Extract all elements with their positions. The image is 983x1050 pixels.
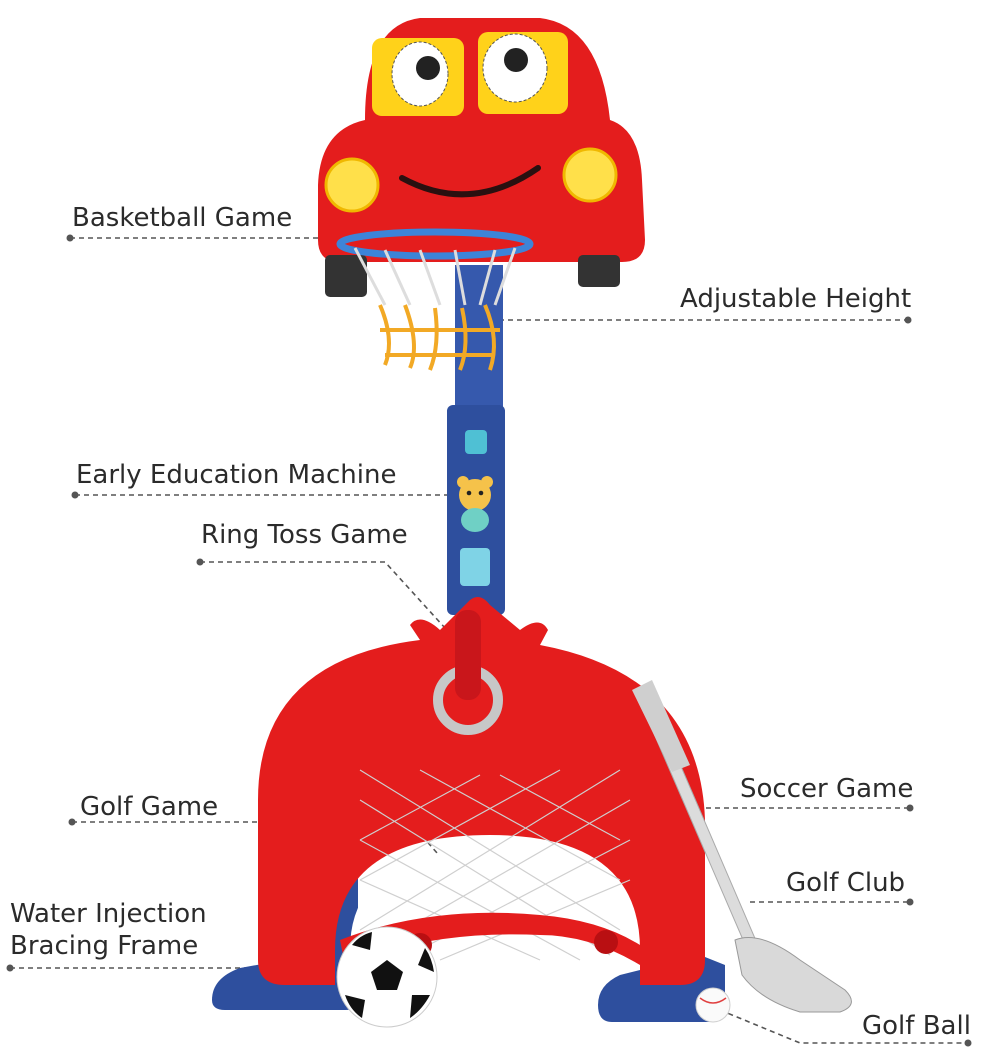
dot-golf-club	[906, 898, 914, 906]
speaker-panel	[460, 548, 490, 586]
dot-golf-game	[68, 818, 76, 826]
dot-golf-ball	[964, 1039, 972, 1047]
label-golf-game: Golf Game	[80, 792, 219, 822]
arch-body	[258, 596, 705, 985]
label-ring-toss-game: Ring Toss Game	[201, 520, 408, 550]
dot-basketball	[66, 234, 74, 242]
car-smile	[399, 165, 541, 198]
label-water-injection-line2: Bracing Frame	[10, 931, 199, 961]
hoop-net-orange	[378, 304, 500, 371]
car-wheel-left	[325, 255, 367, 297]
label-basketball-game: Basketball Game	[72, 203, 293, 233]
dot-soccer	[906, 804, 914, 812]
dot-education	[71, 491, 79, 499]
teal-button	[465, 430, 487, 454]
soccer-ball-icon	[336, 926, 438, 1028]
dot-ringtoss	[196, 558, 204, 566]
hoop-net-white	[353, 247, 517, 306]
label-golf-ball: Golf Ball	[862, 1011, 971, 1041]
basketball-hoop	[336, 228, 534, 371]
leader-dots	[6, 234, 972, 1047]
car-wheel-right	[578, 255, 620, 287]
pole	[447, 265, 505, 615]
label-early-education-machine: Early Education Machine	[76, 460, 397, 490]
arch-bottom-bar	[340, 912, 640, 965]
dot-height	[904, 316, 912, 324]
car-headlight-right	[562, 147, 618, 203]
goal-arch	[258, 596, 705, 985]
label-water-injection-line1: Water Injection	[10, 899, 207, 929]
bear-icon	[457, 476, 493, 532]
leader-ringtoss	[200, 561, 446, 629]
bar-hole-right	[594, 930, 618, 954]
label-golf-club: Golf Club	[786, 868, 906, 898]
dot-water	[6, 964, 14, 972]
car-pupil-left	[416, 56, 440, 80]
golf-club-icon	[632, 680, 852, 1013]
car-backboard	[318, 18, 645, 297]
label-adjustable-height: Adjustable Height	[680, 284, 912, 314]
golf-ball-icon	[695, 987, 731, 1023]
car-pupil-right	[504, 48, 528, 72]
hoop-rim	[336, 228, 534, 260]
leader-golf-ball	[719, 1009, 968, 1044]
ring-peg	[455, 610, 481, 700]
car-headlight-left	[324, 157, 380, 213]
label-soccer-game: Soccer Game	[740, 774, 914, 804]
